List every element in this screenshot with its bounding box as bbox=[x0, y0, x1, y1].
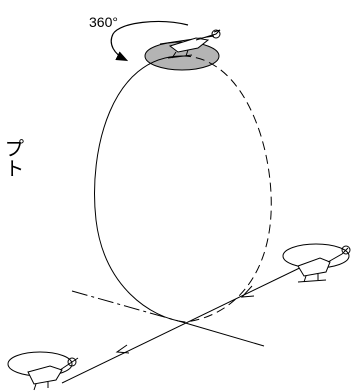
helicopter-bottom-icon bbox=[8, 352, 78, 390]
rotation-label: 360° bbox=[89, 14, 118, 30]
flight-line bbox=[62, 262, 312, 383]
flight-arrow-upper bbox=[242, 286, 254, 297]
loop-path-near bbox=[95, 56, 185, 322]
loop-path-far bbox=[182, 56, 271, 322]
ground-line-front bbox=[182, 322, 264, 346]
helicopter-right-icon bbox=[283, 244, 350, 282]
vertical-caption: プト bbox=[6, 138, 24, 178]
